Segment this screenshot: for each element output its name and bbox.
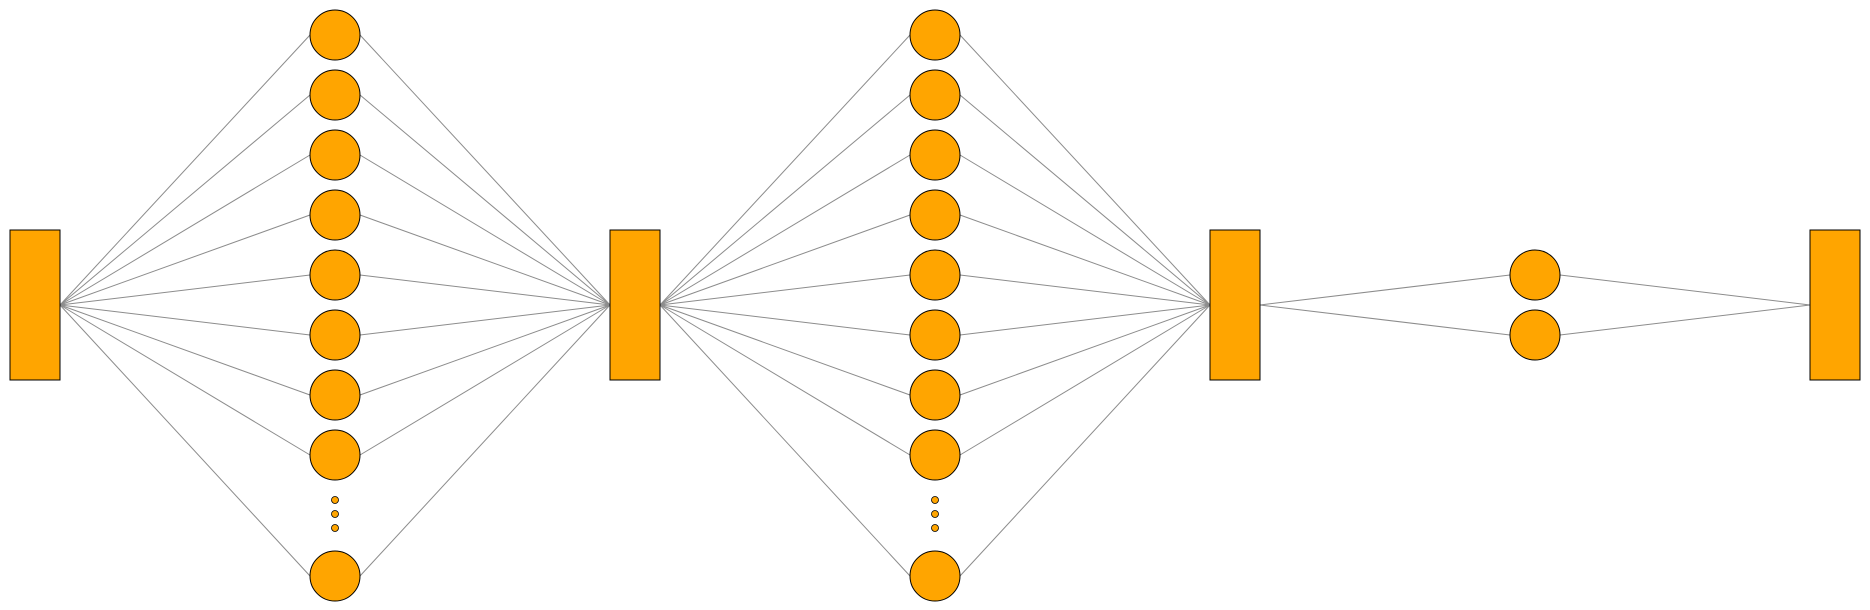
edge-line xyxy=(59,154,311,306)
edge-line xyxy=(59,214,311,306)
edge-line xyxy=(959,214,1211,306)
edge-line xyxy=(59,304,311,336)
edge-line xyxy=(59,304,311,456)
connections xyxy=(59,34,1811,577)
neuron xyxy=(309,9,361,61)
layer-block-1 xyxy=(9,229,61,381)
edge-line xyxy=(59,274,311,306)
neuron xyxy=(1509,249,1561,301)
neuron xyxy=(909,429,961,481)
edge-line xyxy=(59,304,311,396)
edge-line xyxy=(359,34,611,306)
edge-line xyxy=(959,34,1211,306)
edge-line xyxy=(359,304,611,577)
neuron xyxy=(909,69,961,121)
layer-block-7 xyxy=(1809,229,1861,381)
neuron xyxy=(309,369,361,421)
ellipsis-dot xyxy=(331,510,339,518)
neuron xyxy=(909,249,961,301)
edge-line xyxy=(959,274,1211,306)
neuron xyxy=(309,189,361,241)
neuron xyxy=(309,309,361,361)
neuron xyxy=(909,550,961,602)
edge-line xyxy=(659,94,911,306)
edge-line xyxy=(359,154,611,306)
edge-line xyxy=(659,304,911,336)
edge-line xyxy=(659,304,911,456)
neuron xyxy=(909,189,961,241)
edge-line xyxy=(359,304,611,336)
edge-line xyxy=(1259,304,1511,336)
edge-line xyxy=(59,304,311,577)
edge-line xyxy=(359,214,611,306)
edge-line xyxy=(359,274,611,306)
edge-line xyxy=(959,304,1211,336)
edge-line xyxy=(1559,304,1811,336)
neuron xyxy=(309,249,361,301)
edge-line xyxy=(659,274,911,306)
edge-line xyxy=(959,94,1211,306)
ellipsis-dot xyxy=(331,524,339,532)
ellipsis-dot xyxy=(931,510,939,518)
edge-line xyxy=(359,94,611,306)
ellipsis-dot xyxy=(331,496,339,504)
neuron xyxy=(309,129,361,181)
ellipsis-dot xyxy=(931,496,939,504)
neuron xyxy=(1509,309,1561,361)
edge-line xyxy=(659,34,911,306)
edge-line xyxy=(59,94,311,306)
edge-line xyxy=(959,304,1211,396)
edge-line xyxy=(959,154,1211,306)
neuron xyxy=(909,309,961,361)
edge-line xyxy=(959,304,1211,577)
layer-block-3 xyxy=(609,229,661,381)
ellipsis-dot xyxy=(931,524,939,532)
edge-line xyxy=(359,304,611,396)
edge-line xyxy=(359,304,611,456)
neuron xyxy=(309,429,361,481)
neuron xyxy=(909,129,961,181)
edge-line xyxy=(659,154,911,306)
edge-line xyxy=(659,214,911,306)
neuron xyxy=(309,69,361,121)
neuron xyxy=(909,369,961,421)
layer-block-5 xyxy=(1209,229,1261,381)
edge-line xyxy=(1259,274,1511,306)
layers xyxy=(9,9,1861,602)
neuron xyxy=(309,550,361,602)
edge-line xyxy=(659,304,911,396)
edge-line xyxy=(1559,274,1811,306)
edge-line xyxy=(59,34,311,306)
edge-line xyxy=(659,304,911,577)
edge-line xyxy=(959,304,1211,456)
neuron xyxy=(909,9,961,61)
